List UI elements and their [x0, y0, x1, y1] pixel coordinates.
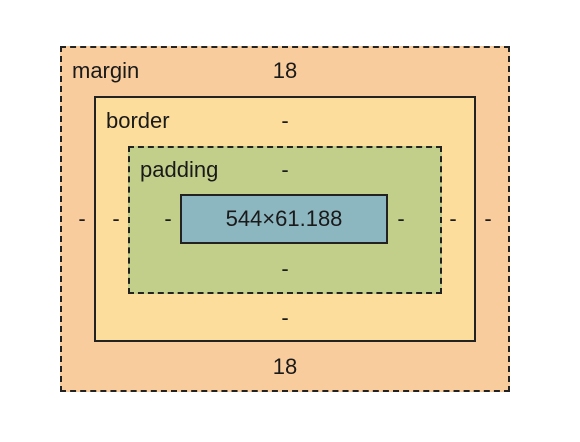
border-top-value[interactable]: -: [281, 108, 289, 133]
border-bottom-value[interactable]: -: [281, 305, 289, 330]
padding-left-value[interactable]: -: [164, 206, 172, 231]
content-box[interactable]: [180, 194, 388, 244]
padding-label: padding: [140, 157, 219, 182]
padding-top-value[interactable]: -: [281, 157, 289, 182]
margin-left-value[interactable]: -: [78, 206, 86, 231]
border-left-value[interactable]: -: [112, 206, 120, 231]
margin-bottom-value[interactable]: 18: [272, 354, 298, 379]
border-right-value[interactable]: -: [449, 206, 457, 231]
content-size: 544×61.188: [225, 206, 343, 231]
padding-right-value[interactable]: -: [397, 206, 405, 231]
border-label: border: [106, 108, 170, 133]
margin-right-value[interactable]: -: [484, 206, 492, 231]
padding-bottom-value[interactable]: -: [281, 256, 289, 281]
margin-top-value[interactable]: 18: [272, 58, 298, 83]
margin-label: margin: [72, 58, 140, 83]
